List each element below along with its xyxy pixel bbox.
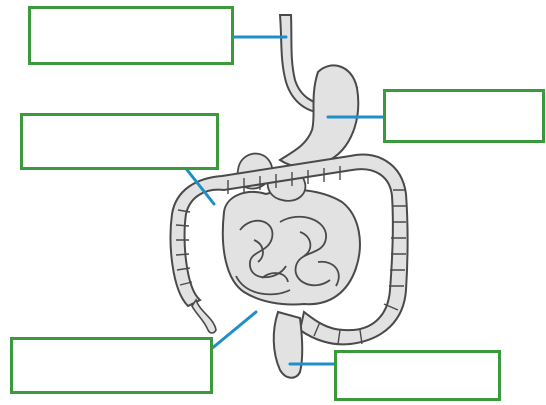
- small-intestine-mass: [223, 190, 360, 305]
- label-box-stomach[interactable]: [383, 89, 545, 143]
- label-box-rectum[interactable]: [334, 350, 501, 401]
- label-box-small-intestine[interactable]: [10, 337, 213, 394]
- label-box-large-intestine[interactable]: [20, 113, 219, 170]
- leader-line-small-intestine: [210, 312, 256, 350]
- rectum: [274, 312, 303, 378]
- appendix: [192, 300, 216, 333]
- label-box-esophagus[interactable]: [28, 6, 234, 65]
